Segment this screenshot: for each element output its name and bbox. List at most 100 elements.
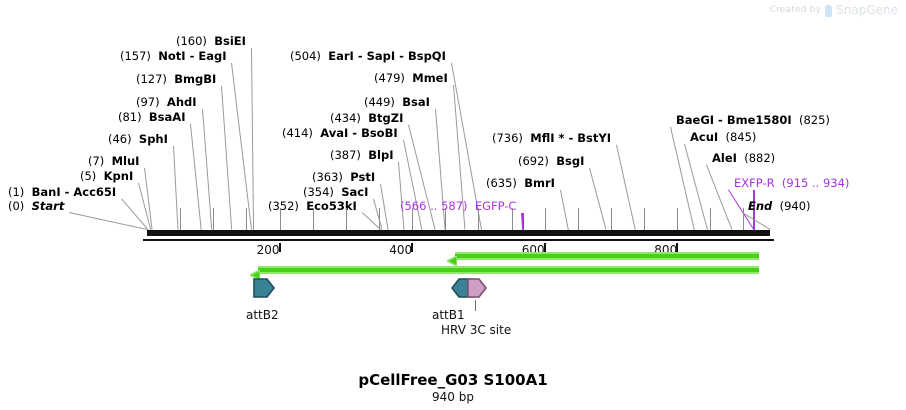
site-name: AcuI: [690, 130, 719, 144]
ruler-minor-tick: [478, 208, 480, 230]
site-position: (81): [118, 110, 142, 124]
site-name: BstYI: [577, 131, 612, 145]
site-name: SacI: [341, 185, 369, 199]
site-label-mluI: (7) MluI: [88, 155, 139, 168]
site-position: (449): [364, 95, 395, 109]
site-name: End: [748, 199, 773, 213]
site-label-bsgI: (692) BsgI: [518, 155, 584, 168]
site-label-banI: (1) BanI - Acc65I: [8, 186, 116, 199]
ruler-minor-tick: [544, 208, 546, 230]
ruler-minor-tick: [677, 208, 679, 230]
site-name: EXFP-R: [734, 176, 775, 190]
site-label-bsiEI: (160) BsiEI: [176, 35, 246, 48]
site-name: AhdI: [166, 95, 197, 109]
site-label-notI: (157) NotI - EagI: [120, 50, 226, 63]
orf-arrow-head: [248, 265, 261, 282]
site-position: (692): [518, 154, 549, 168]
site-position: (354): [303, 185, 334, 199]
site-position: (352): [268, 199, 299, 213]
site-position: (160): [176, 34, 207, 48]
ruler-minor-tick: [412, 208, 414, 230]
site-label-kpnI: (5) KpnI: [80, 170, 133, 183]
site-position: (46): [108, 132, 132, 146]
name-separator: -: [185, 49, 199, 63]
site-position: (5): [80, 169, 97, 183]
site-label-sphI: (46) SphI: [108, 133, 168, 146]
site-label-start: (0) Start: [8, 200, 64, 213]
name-separator: -: [714, 113, 727, 127]
site-name: BtgZI: [368, 111, 404, 125]
site-label-pstI: (363) PstI: [312, 171, 375, 184]
site-name: BsaI: [402, 95, 430, 109]
range-marker-exfpR: [753, 190, 755, 232]
ruler-minor-tick: [279, 208, 281, 230]
site-name: MmeI: [412, 71, 448, 85]
site-position: (940): [779, 199, 811, 213]
site-label-sacI: (354) SacI: [303, 186, 368, 199]
site-label-ahdI: (97) AhdI: [136, 96, 197, 109]
site-label-bsaAI: (81) BsaAI: [118, 111, 185, 124]
name-separator: -: [348, 126, 362, 140]
site-name: AleI: [712, 151, 737, 165]
orf-arrow-orf-upper: [445, 251, 759, 268]
site-label-bmrI: (635) BmrI: [486, 177, 555, 190]
ruler-minor-tick: [710, 208, 712, 230]
site-name: BmgBI: [174, 72, 217, 86]
ruler-minor-tick: [180, 208, 182, 230]
site-label-aleI: AleI (882): [712, 152, 775, 165]
ruler-minor-tick: [610, 208, 612, 230]
site-name: Eco53kI: [306, 199, 357, 213]
ruler-main-bar: [147, 230, 770, 236]
name-separator: -: [564, 131, 578, 145]
site-name: EagI: [198, 49, 227, 63]
site-name: KpnI: [103, 169, 134, 183]
site-position: (7): [88, 154, 105, 168]
site-name: NotI: [158, 49, 186, 63]
site-name: Start: [31, 199, 65, 213]
hrv-3c-connector: [475, 300, 476, 311]
ruler-minor-tick: [644, 208, 646, 230]
ruler-tick-mark: [278, 243, 281, 252]
site-name: EGFP-C: [474, 199, 517, 213]
site-label-egfpC: (566 .. 587) EGFP-C: [400, 200, 516, 213]
feature-arrow-attB2[interactable]: [253, 278, 276, 298]
ruler-minor-tick: [445, 208, 447, 230]
site-position: (0): [8, 199, 25, 213]
site-label-mflI: (736) MflI * - BstYI: [492, 132, 611, 145]
site-label-mmeI: (479) MmeI: [374, 72, 448, 85]
orf-arrow-orf-lower: [248, 265, 759, 282]
site-position: (97): [136, 95, 160, 109]
site-label-btgZI: (434) BtgZI: [330, 112, 403, 125]
site-label-exfpR: EXFP-R (915 .. 934): [734, 177, 849, 190]
site-position: (635): [486, 176, 517, 190]
ruler-minor-tick: [246, 208, 248, 230]
range-marker-egfpC: [522, 213, 524, 232]
site-label-blpI: (387) BlpI: [330, 149, 393, 162]
site-position: (915 .. 934): [781, 176, 850, 190]
watermark-prefix: Created by: [769, 5, 822, 15]
site-position: (414): [282, 126, 313, 140]
orf-arrow-head: [445, 251, 458, 268]
site-label-bmgBI: (127) BmgBI: [136, 73, 216, 86]
feature-arrow-hrv3c[interactable]: [467, 278, 488, 298]
site-name: BsiEI: [214, 34, 246, 48]
ruler-minor-tick: [312, 208, 314, 230]
site-label-bsaI: (449) BsaI: [364, 96, 430, 109]
site-label-end: End (940): [748, 200, 811, 213]
ruler-minor-tick: [511, 208, 513, 230]
site-name: BsaAI: [148, 110, 186, 124]
ruler-tick-mark: [543, 243, 546, 252]
site-name: MflI *: [530, 131, 565, 145]
snapgene-watermark: Created by SnapGene: [770, 3, 898, 17]
ruler-tick-label: 200: [256, 243, 280, 257]
site-position: (363): [312, 170, 343, 184]
site-name: BsgI: [556, 154, 585, 168]
ruler-tick-label: 400: [389, 243, 413, 257]
ruler-tick-mark: [411, 243, 414, 252]
name-separator: -: [395, 49, 408, 63]
site-name: BlpI: [368, 148, 394, 162]
site-label-avaI: (414) AvaI - BsoBI: [282, 127, 398, 140]
site-position: (434): [330, 111, 361, 125]
ruler-minor-tick: [345, 208, 347, 230]
ruler-minor-tick: [213, 208, 215, 230]
